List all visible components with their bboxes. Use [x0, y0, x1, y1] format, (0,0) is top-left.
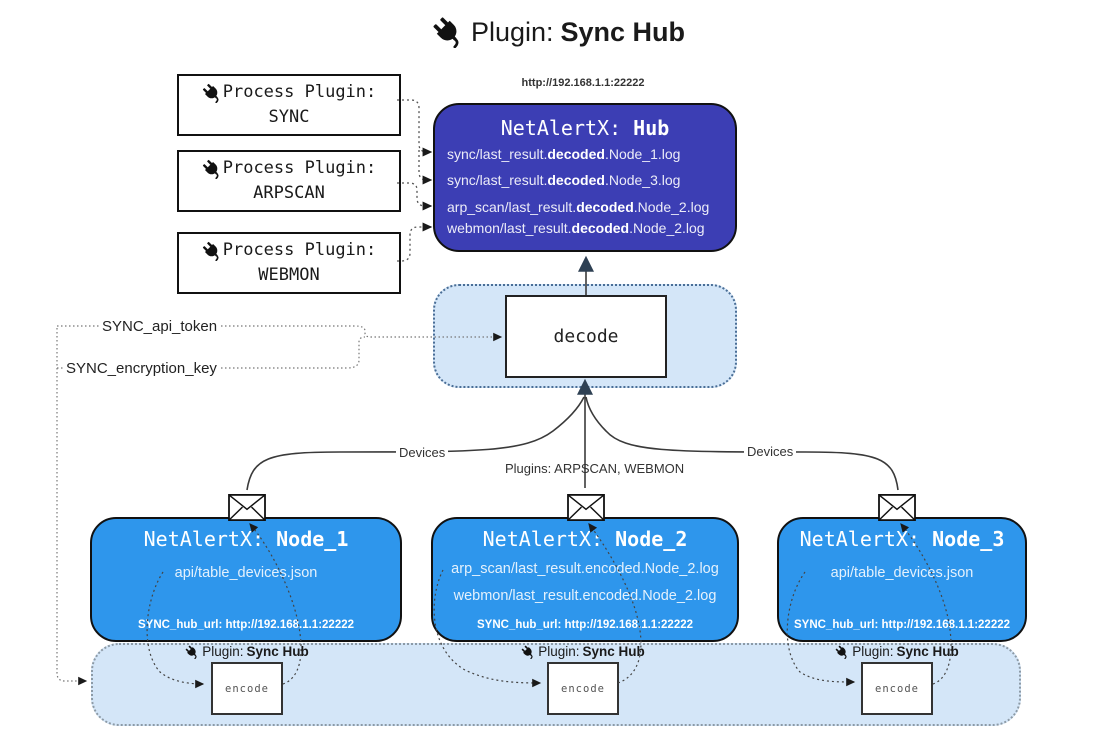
process-plugin-box-webmon: Process Plugin: WEBMON — [177, 232, 401, 294]
hub-log-entry: arp_scan/last_result.decoded.Node_2.log — [447, 199, 710, 215]
hub-title: NetAlertX: Hub — [435, 116, 735, 140]
node-box-node-1: NetAlertX: Node_1 api/table_devices.json… — [90, 517, 402, 642]
hub-url-label: http://192.168.1.1:22222 — [521, 77, 645, 89]
envelope-icon — [228, 494, 266, 521]
process-plugin-box-sync: Process Plugin: SYNC — [177, 74, 401, 136]
node-title: NetAlertX: Node_2 — [482, 527, 688, 551]
process-plugin-name: SYNC — [268, 107, 310, 127]
node-box-node-2: NetAlertX: Node_2 arp_scan/last_result.e… — [431, 517, 739, 642]
plug-icon — [432, 16, 464, 48]
process-plugin-label: Process Plugin: — [222, 82, 377, 102]
encoder-label: Plugin:Sync Hub — [147, 644, 347, 659]
process-plugin-box-arpscan: Process Plugin: ARPSCAN — [177, 150, 401, 212]
plug-icon — [521, 645, 535, 659]
plug-icon — [185, 645, 199, 659]
hub-box: NetAlertX: Hub sync/last_result.decoded.… — [433, 103, 737, 252]
edge-label-devices-left: Devices — [396, 445, 449, 460]
encode-box: encode — [211, 662, 283, 715]
envelope-icon — [878, 494, 916, 521]
node-title: NetAlertX: Node_1 — [143, 527, 349, 551]
envelope-icon — [567, 494, 605, 521]
edge-label-devices-right: Devices — [744, 444, 797, 459]
hub-log-entry: sync/last_result.decoded.Node_1.log — [447, 146, 681, 162]
page-title-name: Sync Hub — [560, 16, 686, 47]
node-file: api/table_devices.json — [830, 565, 974, 581]
page-title: Plugin: Sync Hub — [0, 16, 1117, 48]
setting-sync-api-token: SYNC_api_token — [100, 318, 220, 335]
hub-title-name: Hub — [633, 116, 670, 140]
plug-icon — [835, 645, 849, 659]
node-box-node-3: NetAlertX: Node_3 api/table_devices.json… — [777, 517, 1027, 642]
plug-icon — [202, 241, 222, 261]
edge-label-plugins: Plugins: ARPSCAN, WEBMON — [505, 461, 685, 476]
node-hub-url: SYNC_hub_url: http://192.168.1.1:22222 — [793, 619, 1011, 631]
plug-icon — [202, 159, 222, 179]
node-title: NetAlertX: Node_3 — [799, 527, 1005, 551]
node-hub-url: SYNC_hub_url: http://192.168.1.1:22222 — [476, 619, 694, 631]
encode-box: encode — [861, 662, 933, 715]
setting-sync-encryption-key: SYNC_encryption_key — [64, 360, 219, 377]
hub-title-prefix: NetAlertX: — [500, 116, 622, 140]
process-plugin-label: Process Plugin: — [222, 158, 377, 178]
node-file: arp_scan/last_result.encoded.Node_2.log — [451, 561, 719, 577]
decode-box: decode — [505, 295, 667, 378]
hub-log-entry: webmon/last_result.decoded.Node_2.log — [447, 220, 705, 236]
node-file: webmon/last_result.encoded.Node_2.log — [453, 588, 717, 604]
hub-log-entry: sync/last_result.decoded.Node_3.log — [447, 172, 681, 188]
plug-icon — [202, 83, 222, 103]
process-plugin-name: ARPSCAN — [253, 183, 325, 203]
encoder-label: Plugin:Sync Hub — [797, 644, 997, 659]
page-title-label: Plugin: — [470, 16, 554, 47]
process-plugin-label: Process Plugin: — [222, 240, 377, 260]
encode-box: encode — [547, 662, 619, 715]
process-plugin-name: WEBMON — [258, 265, 320, 285]
node-hub-url: SYNC_hub_url: http://192.168.1.1:22222 — [137, 619, 355, 631]
encoder-label: Plugin:Sync Hub — [483, 644, 683, 659]
node-file: api/table_devices.json — [174, 565, 318, 581]
